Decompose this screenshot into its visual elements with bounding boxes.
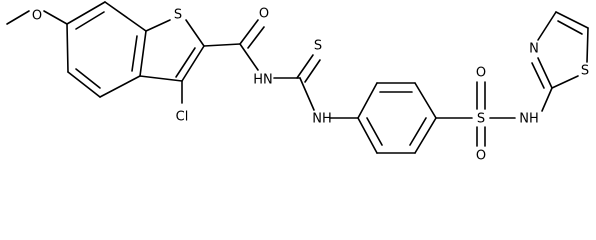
atom-label-sulfonamide-nh: NH <box>519 112 539 127</box>
bond-phenyl-inner-c <box>366 117 383 146</box>
bond-phenyl-6 <box>357 117 378 154</box>
bond-benzo-6 <box>66 23 69 73</box>
atom-label-amide-nh: HN <box>253 73 273 88</box>
bond-c3-c3a <box>139 75 183 82</box>
bond-nh-thiazole <box>541 87 553 112</box>
bond-thiazole-s-c2 <box>551 75 579 89</box>
atom-label-sulfonyl-s: S <box>477 112 485 127</box>
bond-thiazole-c4-c5-inner <box>557 20 583 35</box>
bond-thiazole-c4-c5 <box>555 11 589 29</box>
bond-benzo-inner-a <box>75 11 105 30</box>
bond-c2-carbonyl <box>203 43 241 47</box>
atom-label-thiazole-n: N <box>529 42 539 57</box>
bond-ct-s-b <box>304 59 321 83</box>
bond-ct-s-a <box>296 54 314 79</box>
bond-thiazole-c2-n <box>537 57 553 89</box>
bond-methyl-o <box>6 10 30 25</box>
bond-thiazole-c2-n-inner <box>531 62 545 89</box>
atom-label-methoxy-o: O <box>32 9 42 24</box>
bond-carbonyl-o-b <box>247 26 265 49</box>
bonds <box>6 1 589 154</box>
bond-ct-nh <box>299 77 315 111</box>
bond-carbonyl-n <box>239 43 259 71</box>
atom-label-carbonyl-o: O <box>259 7 269 22</box>
bond-phenyl-1 <box>357 82 378 119</box>
bond-carbonyl-o-a <box>239 19 259 45</box>
bond-thiazole-c5-s <box>586 27 589 63</box>
bond-c7a-s <box>145 19 171 32</box>
bond-benzo-4 <box>99 75 141 98</box>
atom-label-thiourea-nh: NH <box>312 112 332 127</box>
bond-c2-c3-inner <box>175 47 196 78</box>
molecule-structure: O S O Cl HN S NH O S O NH N S <box>6 1 589 164</box>
bond-phenyl-inner-b <box>409 117 427 146</box>
bond-benzo-inner-b <box>131 35 138 72</box>
atom-label-thiazole-s: S <box>581 64 589 79</box>
bond-o-ring <box>43 10 68 25</box>
atom-labels: O S O Cl HN S NH O S O NH N S <box>32 7 589 164</box>
bond-phenyl-3 <box>414 82 437 119</box>
bond-benzo-5 <box>67 71 101 98</box>
atom-label-chloro: Cl <box>176 110 189 125</box>
bond-benzo-inner-c <box>75 68 101 89</box>
bond-benzo-2 <box>104 1 147 32</box>
atom-label-sulfonyl-o-bottom: O <box>476 149 486 164</box>
bond-thiazole-n-c4 <box>537 11 557 41</box>
bond-benzo-3 <box>139 30 147 77</box>
atom-label-thio-s: S <box>314 39 322 54</box>
bond-c2-c3 <box>181 45 205 82</box>
atom-label-sulfonyl-o-top: O <box>476 66 486 81</box>
bond-benzo-1 <box>66 1 106 25</box>
atom-label-thiophene-s: S <box>174 8 182 23</box>
bond-phenyl-4 <box>414 117 437 154</box>
bond-s-c2 <box>185 19 205 47</box>
